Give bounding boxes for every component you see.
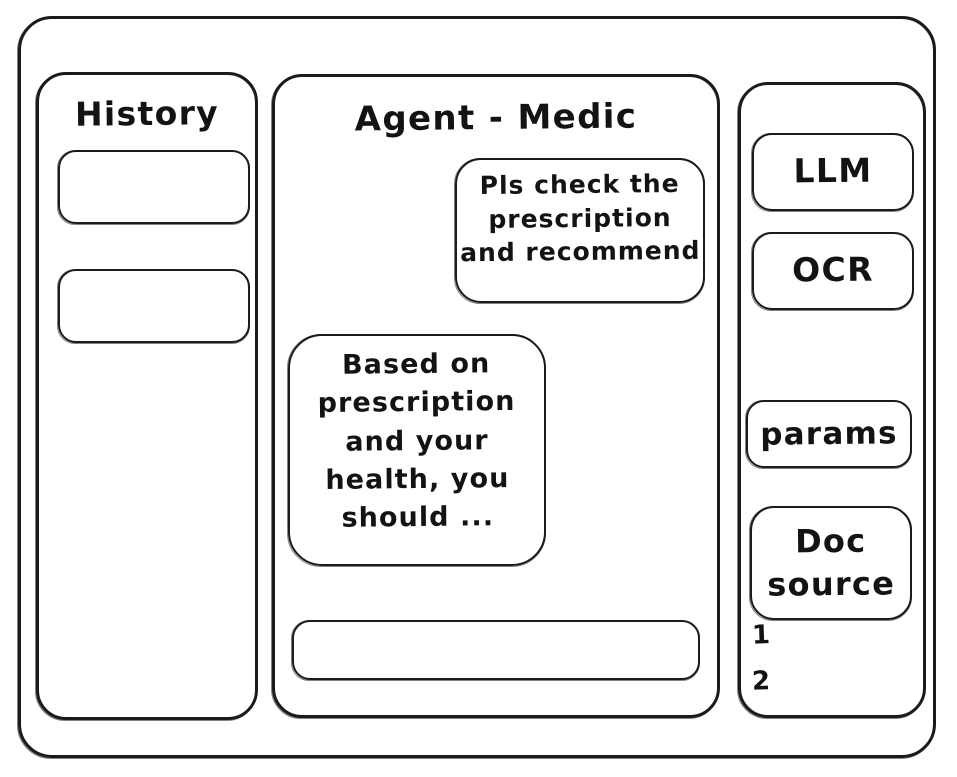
- history-panel-title: History: [74, 93, 220, 134]
- doc-source-label: Doc source: [767, 521, 896, 604]
- llm-button-label: LLM: [793, 150, 873, 191]
- assistant-message-text: Based on prescription and your health, y…: [317, 348, 516, 535]
- ocr-button-label: OCR: [791, 249, 875, 290]
- doc-source-item-2[interactable]: 2: [751, 666, 771, 697]
- params-button-label: params: [760, 415, 898, 453]
- message-input[interactable]: [291, 620, 700, 681]
- history-item-2[interactable]: [57, 269, 250, 344]
- user-message-text: Pls check the prescription and recommend: [460, 168, 701, 268]
- history-item-1[interactable]: [57, 150, 250, 225]
- agent-panel-title: Agent - Medic: [354, 96, 638, 140]
- doc-source-item-1[interactable]: 1: [751, 620, 771, 651]
